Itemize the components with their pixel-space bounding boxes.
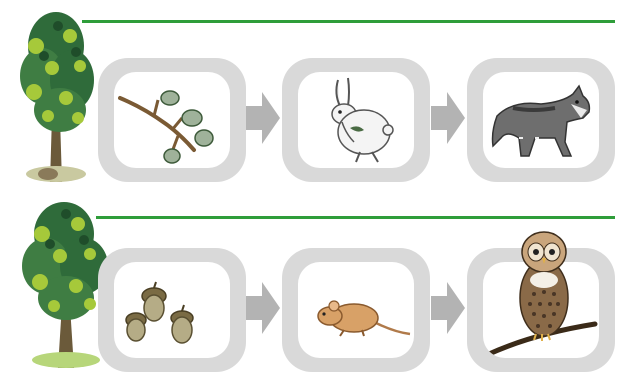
row-1-green-line [82, 20, 615, 23]
arrow-right-icon [431, 282, 465, 334]
row-2-panel-1 [98, 248, 246, 372]
acorns-icon [114, 262, 230, 358]
row-2-green-line [96, 216, 615, 219]
arrow-right-icon [246, 92, 280, 144]
tree-icon [14, 6, 98, 182]
row-1-panel-3 [467, 58, 615, 182]
arrow-right-icon [431, 92, 465, 144]
tree-icon [18, 196, 110, 368]
wolf-icon [483, 72, 599, 168]
twig-with-leaves-icon [114, 72, 230, 168]
row-1-panel-1 [98, 58, 246, 182]
row-2-panel-2 [282, 248, 430, 372]
mouse-icon [298, 262, 414, 358]
row-1-panel-2 [282, 58, 430, 182]
rabbit-icon [298, 72, 414, 168]
arrow-right-icon [246, 282, 280, 334]
owl-icon [508, 228, 580, 344]
